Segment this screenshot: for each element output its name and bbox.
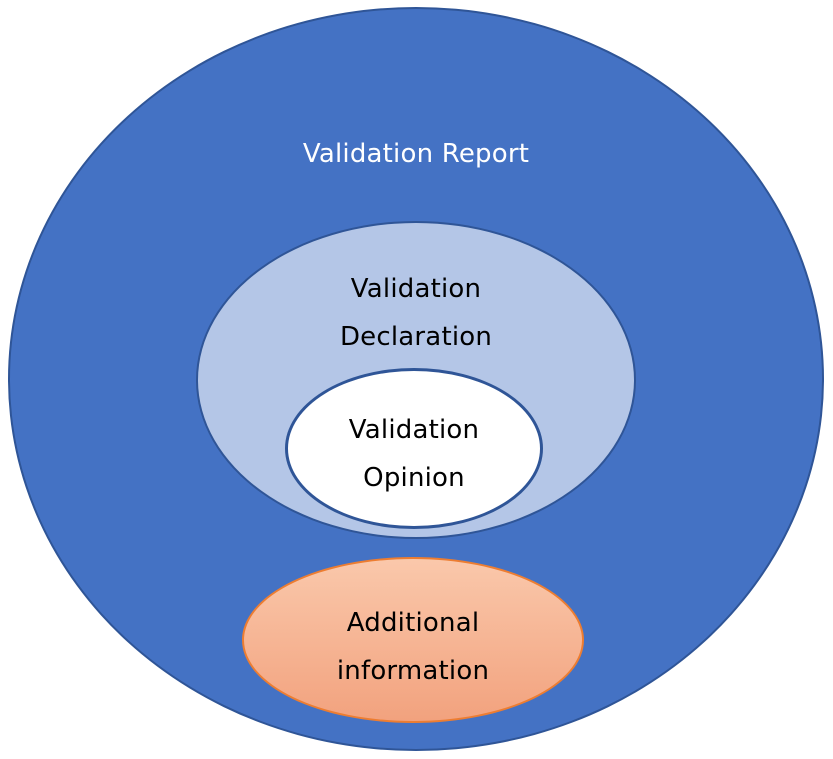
validation-opinion-label-line1: Validation bbox=[348, 415, 480, 445]
validation-report-label: Validation Report bbox=[302, 139, 530, 169]
additional-information-ellipse: Additional information bbox=[242, 557, 584, 723]
additional-information-label-line1: Additional bbox=[346, 608, 480, 638]
validation-opinion-label-line2: Opinion bbox=[363, 463, 465, 493]
additional-information-label-line2: information bbox=[336, 656, 490, 686]
validation-declaration-label-line1: Validation bbox=[350, 274, 482, 304]
validation-declaration-label: Validation Declaration bbox=[198, 265, 634, 361]
validation-declaration-label-line2: Declaration bbox=[339, 322, 493, 352]
additional-information-label: Additional information bbox=[244, 599, 582, 695]
validation-opinion-label: Validation Opinion bbox=[288, 406, 540, 502]
validation-opinion-ellipse: Validation Opinion bbox=[285, 368, 543, 529]
